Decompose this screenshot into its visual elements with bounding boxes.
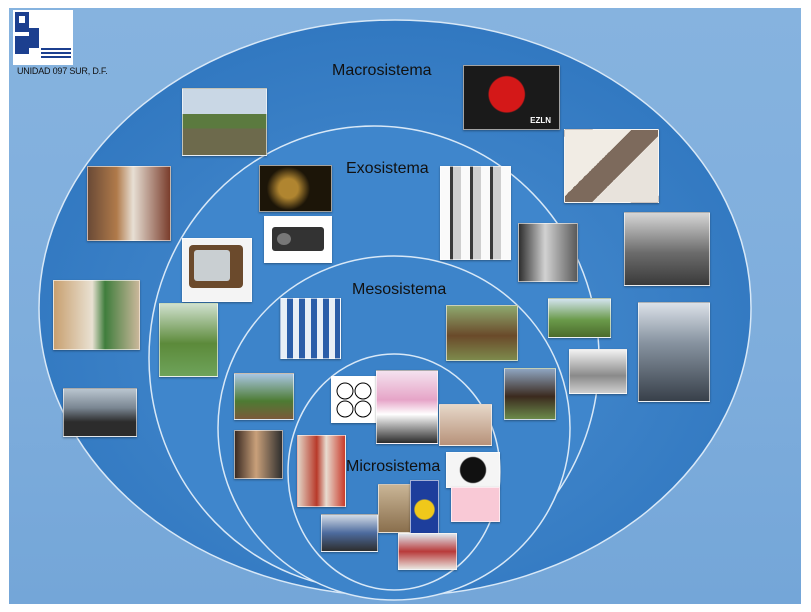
- radio-image: [264, 216, 332, 263]
- portrait-photo: [439, 404, 492, 446]
- macrosystem-label: Macrosistema: [332, 62, 432, 79]
- family-portrait: [518, 223, 578, 282]
- group-photo: [321, 514, 378, 552]
- ezln-poster: EZLN: [463, 65, 560, 130]
- ecological-systems-diagram: UNIDAD 097 SUR, D.F. Macrosistema Exosis…: [9, 8, 801, 604]
- women-faces-collage: [440, 166, 511, 260]
- horse-photo: [504, 368, 556, 420]
- television-image: [182, 238, 252, 302]
- upn-logo: [13, 10, 73, 65]
- mesosystem-label: Mesosistema: [352, 281, 447, 298]
- mother-illustration: [376, 370, 438, 444]
- ezln-text: EZLN: [530, 116, 551, 125]
- street-photo: [569, 349, 627, 394]
- dancers-photo: [280, 298, 341, 359]
- children-field-photo: [234, 373, 294, 420]
- vintage-photo: [378, 484, 412, 533]
- park-photo: [159, 303, 218, 377]
- family-drawing: [331, 376, 378, 423]
- landscape-photo: [548, 298, 611, 338]
- horse-riders-photo: [446, 305, 518, 361]
- crowd-photo: [624, 212, 710, 286]
- microsystem-label: Microsistema: [346, 458, 441, 475]
- classroom-photo: [234, 430, 283, 479]
- exosystem-label: Exosistema: [346, 160, 429, 177]
- folk-dress-photo: [297, 435, 346, 507]
- emblem-image: [410, 480, 439, 534]
- cartoon-face: [451, 487, 500, 522]
- unit-caption: UNIDAD 097 SUR, D.F.: [17, 66, 108, 76]
- collage-photo: [564, 129, 659, 203]
- altar-photo: [87, 166, 171, 241]
- mourning-ribbon: [446, 452, 500, 488]
- protest-photo: [638, 302, 710, 402]
- president-photo: [53, 280, 140, 350]
- pyramid-photo: [182, 88, 267, 156]
- team-photo: [398, 533, 457, 570]
- speaker-photo: [63, 388, 137, 437]
- dark-room-photo: [259, 165, 332, 212]
